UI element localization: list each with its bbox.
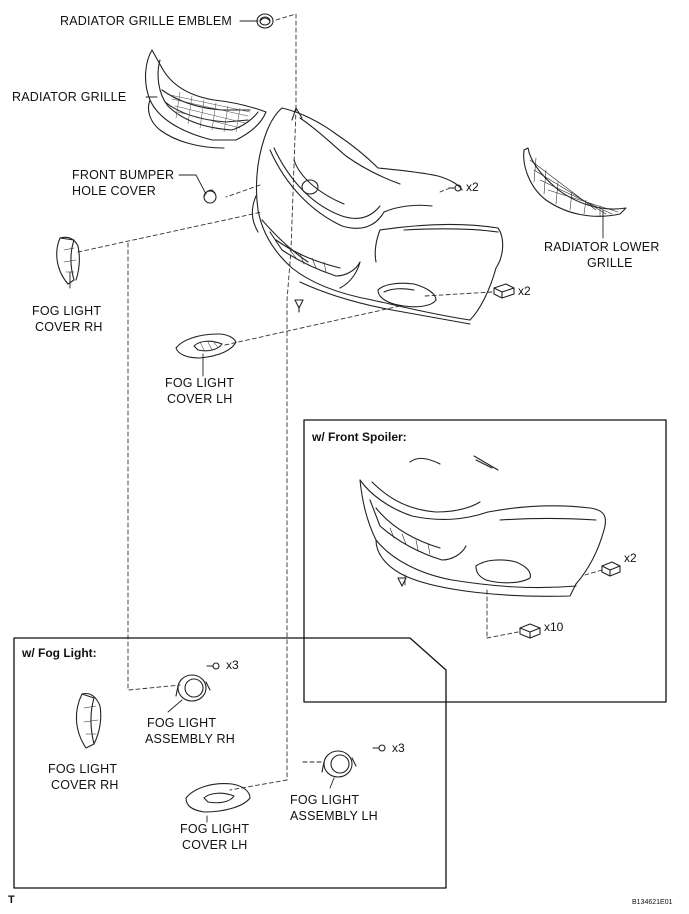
label-radiator-grille: RADIATOR GRILLE xyxy=(12,90,127,104)
qty-clip-x2: x2 xyxy=(518,284,531,298)
fog-box-title: w/ Fog Light: xyxy=(22,646,97,660)
fog-light-box xyxy=(13,637,447,889)
box-label-fog-light-assembly-lh-line2: ASSEMBLY LH xyxy=(290,809,378,823)
qty-fog-lh-x3: x3 xyxy=(392,741,405,755)
bumper-screws xyxy=(448,184,462,192)
label-fog-light-cover-rh-line1: FOG LIGHT xyxy=(32,304,102,318)
radiator-grille xyxy=(144,49,267,149)
box-label-fog-light-assembly-lh-line1: FOG LIGHT xyxy=(290,793,360,807)
box-label-fog-light-assembly-rh-line2: ASSEMBLY RH xyxy=(145,732,235,746)
bumper-side-clips xyxy=(493,283,515,299)
radiator-lower-grille xyxy=(523,147,627,217)
box-fog-light-cover-rh xyxy=(75,692,102,749)
label-radiator-lower-grille-line2: GRILLE xyxy=(587,256,633,270)
label-fog-light-cover-rh-line2: COVER RH xyxy=(35,320,103,334)
label-front-bumper-hole-cover-line1: FRONT BUMPER xyxy=(72,168,175,182)
front-spoiler-box xyxy=(303,419,667,703)
box-label-fog-light-cover-rh-line1: FOG LIGHT xyxy=(48,762,118,776)
box-screw-lh xyxy=(372,744,386,752)
assembly-guide-lines xyxy=(77,13,603,791)
box-fog-light-cover-lh xyxy=(185,783,251,823)
label-radiator-lower-grille-line1: RADIATOR LOWER xyxy=(544,240,660,254)
front-bumper-hole-cover xyxy=(203,189,217,204)
box-fog-light-assembly-lh xyxy=(321,750,357,789)
qty-screw-x2: x2 xyxy=(466,180,479,194)
front-bumper-cover xyxy=(251,107,504,325)
label-front-bumper-hole-cover-line2: HOLE COVER xyxy=(72,184,156,198)
radiator-grille-emblem xyxy=(256,13,274,29)
box-fog-light-assembly-rh xyxy=(167,674,211,713)
box-screw-rh xyxy=(206,662,220,670)
label-fog-light-cover-lh-line2: COVER LH xyxy=(167,392,233,406)
box-label-fog-light-assembly-rh-line1: FOG LIGHT xyxy=(147,716,217,730)
label-radiator-grille-emblem: RADIATOR GRILLE EMBLEM xyxy=(60,14,233,28)
leader-lines xyxy=(69,20,604,377)
fog-light-cover-rh xyxy=(56,236,80,285)
spoiler-box-title: w/ Front Spoiler: xyxy=(312,430,407,444)
spoiler-bumper-drawing xyxy=(359,455,607,597)
qty-spoiler-x10: x10 xyxy=(544,620,564,634)
figure-id: B134621E01 xyxy=(632,899,673,906)
qty-spoiler-x2: x2 xyxy=(624,551,637,565)
box-label-fog-light-cover-lh-line2: COVER LH xyxy=(182,838,248,852)
box-label-fog-light-cover-rh-line2: COVER RH xyxy=(51,778,119,792)
label-fog-light-cover-lh-line1: FOG LIGHT xyxy=(165,376,235,390)
corner-mark: T xyxy=(8,894,15,906)
qty-fog-rh-x3: x3 xyxy=(226,658,239,672)
spoiler-fastener xyxy=(519,623,541,639)
box-label-fog-light-cover-lh-line1: FOG LIGHT xyxy=(180,822,250,836)
fog-light-cover-lh xyxy=(175,333,237,359)
spoiler-clip xyxy=(601,561,621,577)
